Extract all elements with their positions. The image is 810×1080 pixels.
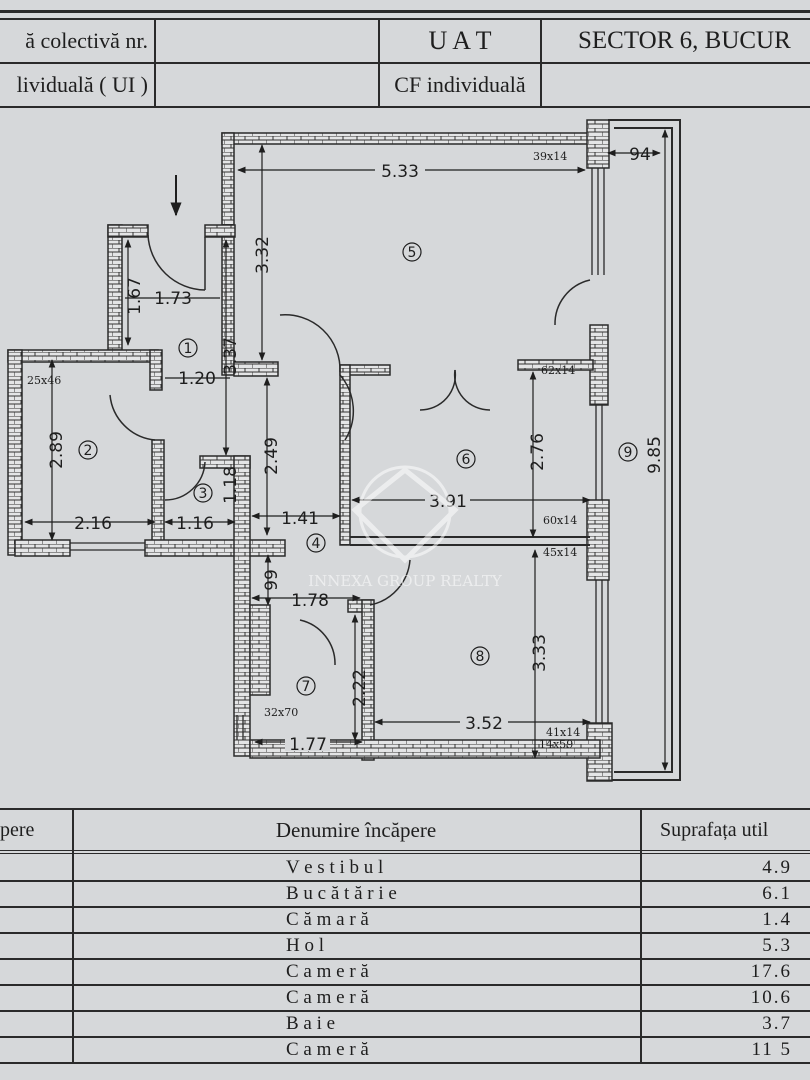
room-number-3: 3	[199, 486, 208, 502]
dim-1-41: 1.41	[281, 509, 319, 529]
room-area: 4.9	[762, 857, 792, 878]
room-name: C ă m a r ă	[286, 909, 369, 930]
windows	[70, 168, 609, 740]
table-row: B a i e 3.7	[0, 1012, 810, 1038]
value-collective	[154, 18, 380, 64]
opening-25x46: 25x46	[27, 374, 61, 387]
table-header-row: pere Denumire încăpere Suprafața util	[0, 808, 810, 854]
label-uat: U A T	[378, 18, 542, 64]
room-name: V e s t i b u l	[286, 857, 384, 878]
room-name: B a i e	[286, 1013, 336, 1034]
value-uat: SECTOR 6, BUCUR	[540, 18, 810, 64]
room-number-6: 6	[462, 452, 471, 468]
header-room-number: pere	[0, 818, 35, 841]
table-row: B u c ă t ă r i e 6.1	[0, 882, 810, 908]
floor-plan: 5.33 94 3.32 1.67 1.73 1.20 3.37 2.89 2.…	[7, 119, 681, 782]
dim-2-89: 2.89	[47, 431, 67, 469]
table-row: C a m e r ă 17.6	[0, 960, 810, 986]
dim-1-77: 1.77	[289, 735, 327, 755]
dim-1-16: 1.16	[176, 514, 214, 534]
dim-99: 99	[262, 569, 282, 591]
header-room-name: Denumire încăpere	[275, 817, 437, 842]
opening-45x14: 45x14	[543, 546, 577, 559]
door-swings	[109, 234, 591, 666]
opening-62x14: 62x14	[541, 364, 575, 377]
room-name: C a m e r ă	[286, 987, 369, 1008]
room-area: 10.6	[750, 987, 792, 1008]
table-row: C ă m a r ă 1.4	[0, 908, 810, 934]
opening-60x14: 60x14	[543, 514, 577, 527]
room-area: 5.3	[762, 935, 792, 956]
dim-1-78: 1.78	[291, 591, 329, 611]
table-divider-2	[640, 808, 642, 1062]
dim-1-20: 1.20	[178, 369, 216, 389]
table-row: C a m e r ă 10.6	[0, 986, 810, 1012]
dim-2-16: 2.16	[74, 514, 112, 534]
room-area: 1.4	[762, 909, 792, 930]
dim-5-33: 5.33	[381, 162, 419, 182]
header-area: Suprafața util	[660, 818, 769, 841]
table-row: C a m e r ă 11 5	[0, 1038, 810, 1064]
dim-2-22: 2.22	[350, 669, 370, 707]
dimension-labels: 5.33 94 3.32 1.67 1.73 1.20 3.37 2.89 2.…	[47, 145, 665, 755]
room-name: C a m e r ă	[286, 961, 369, 982]
table-divider-1	[72, 808, 74, 1062]
dim-3-52: 3.52	[465, 714, 503, 734]
room-number-8: 8	[476, 649, 485, 665]
opening-41x14: 41x14	[546, 726, 580, 739]
header-top-rule	[0, 10, 810, 13]
room-number-1: 1	[184, 341, 193, 357]
room-number-7: 7	[302, 679, 311, 695]
table-row: H o l 5.3	[0, 934, 810, 960]
opening-labels: 39x14 25x46 62x14 60x14 45x14 32x70 41x1…	[27, 150, 580, 751]
table-row: V e s t i b u l 4.9	[0, 856, 810, 882]
room-area: 6.1	[762, 883, 792, 904]
document-header-table: ă colectivă nr. U A T SECTOR 6, BUCUR li…	[0, 0, 810, 110]
opening-39x14: 39x14	[533, 150, 567, 163]
room-area: 3.7	[762, 1013, 792, 1034]
room-name: B u c ă t ă r i e	[286, 883, 397, 904]
room-number-5: 5	[408, 245, 417, 261]
room-number-2: 2	[84, 443, 93, 459]
room-number-4: 4	[312, 536, 321, 552]
opening-14x59: 14x59	[539, 738, 573, 751]
label-cf-individual: CF individuală	[378, 62, 542, 108]
balcony-outline	[608, 119, 681, 781]
opening-32x70: 32x70	[264, 706, 298, 719]
room-number-9: 9	[624, 445, 633, 461]
dim-3-32: 3.32	[253, 236, 273, 274]
dim-1-18: 1.18	[221, 466, 241, 504]
walls	[7, 119, 613, 782]
watermark-logo: INNEXA GROUP REALTY	[308, 465, 503, 590]
dim-2-49: 2.49	[262, 437, 282, 475]
value-cf-individual	[540, 62, 810, 108]
dim-3-37: 3.37	[221, 337, 241, 375]
room-area: 17.6	[750, 961, 792, 982]
label-collective: ă colectivă nr.	[0, 18, 156, 64]
dim-94: 94	[629, 145, 651, 165]
dim-2-76: 2.76	[528, 433, 548, 471]
dim-9-85: 9.85	[645, 436, 665, 474]
dim-1-67: 1.67	[125, 277, 145, 315]
room-name: C a m e r ă	[286, 1039, 369, 1060]
watermark-text: INNEXA GROUP REALTY	[308, 572, 503, 590]
value-individual-unit	[154, 62, 380, 108]
room-markers	[78, 242, 638, 696]
label-individual-unit: lividuală ( UI )	[0, 62, 156, 108]
room-name: H o l	[286, 935, 324, 956]
room-numbers: 1 2 3 4 5 6 7 8 9	[84, 245, 633, 695]
dim-1-73: 1.73	[154, 289, 192, 309]
room-area: 11 5	[751, 1039, 792, 1060]
dim-3-33: 3.33	[530, 634, 550, 672]
